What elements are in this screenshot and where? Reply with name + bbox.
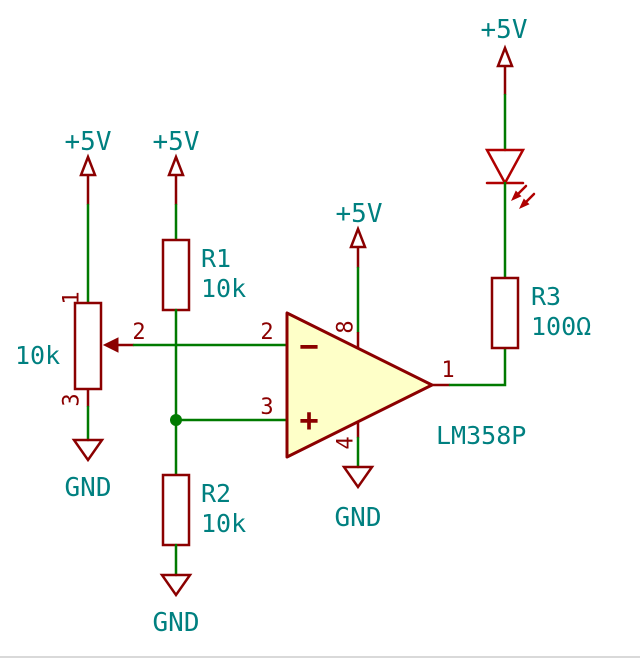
- led-triangle: [484, 148, 526, 186]
- led-branch: +5V R3 100Ω: [481, 15, 591, 350]
- r1-body: [161, 238, 191, 312]
- resistor-r1: R1 10k: [161, 238, 246, 312]
- led-emission-arrows-icon: [511, 184, 536, 209]
- r2-value: 10k: [201, 509, 246, 538]
- opamp-body: [285, 311, 434, 459]
- r1-power-flag: +5V: [153, 127, 200, 205]
- led-d1: [484, 148, 536, 209]
- gnd-triangle-icon: [71, 438, 105, 463]
- potentiometer: 1 3 10k 2: [15, 291, 146, 406]
- r2-gnd-symbol: GND: [153, 573, 200, 638]
- r1-reference: R1: [201, 244, 231, 273]
- net-label-vcc: +5V: [65, 127, 112, 157]
- opamp-pin-1-number: 1: [441, 358, 454, 383]
- opamp-reference: LM358P: [436, 421, 526, 450]
- r3-reference: R3: [531, 282, 561, 311]
- gnd-triangle-icon: [159, 573, 193, 598]
- r2-reference: R2: [201, 479, 231, 508]
- opamp-gnd-symbol: GND: [335, 465, 382, 533]
- pot-branch: +5V 1 3 10k 2 GND: [15, 127, 146, 503]
- opamp-pin-8-number: 8: [334, 320, 359, 333]
- r3-body: [490, 276, 520, 350]
- power-arrow-icon: [496, 44, 514, 68]
- wire-output-to-r3: [448, 346, 507, 387]
- led-power-flag: +5V: [481, 15, 528, 95]
- divider-branch: +5V R1 10k R2 10k GND: [153, 127, 247, 638]
- power-arrow-icon: [349, 225, 367, 249]
- pot-wiper-arrow-icon: [102, 337, 119, 353]
- opamp-pin-3-number: 3: [260, 395, 273, 420]
- resistor-r2: R2 10k: [161, 473, 246, 547]
- noninverting-input-sign: +: [299, 401, 318, 439]
- net-label-vcc: +5V: [336, 199, 383, 229]
- gnd-triangle-icon: [341, 465, 375, 490]
- net-label-gnd: GND: [335, 503, 382, 533]
- r1-value: 10k: [201, 274, 246, 303]
- net-label-vcc: +5V: [481, 15, 528, 45]
- pot-pin-3-number: 3: [60, 393, 85, 406]
- pot-power-flag: +5V: [65, 127, 112, 205]
- led-emission-arrowhead-1: [511, 190, 522, 201]
- net-label-gnd: GND: [65, 473, 112, 503]
- power-arrow-icon: [167, 153, 185, 177]
- r3-value: 100Ω: [531, 312, 591, 341]
- power-arrow-icon: [79, 153, 97, 177]
- inverting-input-sign: −: [299, 327, 318, 365]
- pot-body: [73, 301, 103, 391]
- opamp-pin-2-number: 2: [260, 320, 273, 345]
- opamp-pin-4-number: 4: [334, 436, 359, 449]
- pot-value: 10k: [15, 341, 60, 370]
- resistor-r3: R3 100Ω: [490, 276, 591, 350]
- pot-pin-1-number: 1: [60, 291, 85, 304]
- net-label-vcc: +5V: [153, 127, 200, 157]
- pot-gnd-symbol: GND: [65, 438, 112, 503]
- pot-pin-2-number: 2: [132, 320, 145, 345]
- opamp-lm358p: − + 2 3 1 8 4 LM358P +5V GND: [260, 199, 526, 533]
- net-label-gnd: GND: [153, 608, 200, 638]
- r2-body: [161, 473, 191, 547]
- led-emission-arrowhead-2: [519, 198, 530, 209]
- opamp-power-flag: +5V: [336, 199, 383, 268]
